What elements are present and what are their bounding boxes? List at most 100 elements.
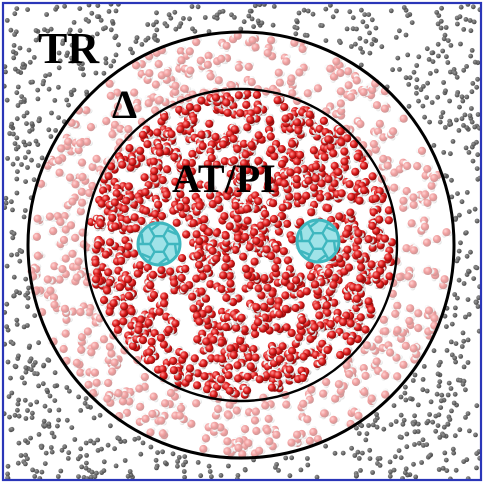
tr-particle: [349, 44, 354, 49]
tr-particle: [44, 12, 49, 17]
oxygen-atom: [405, 316, 414, 326]
tr-particle: [14, 190, 20, 196]
tr-particle: [465, 360, 471, 365]
tr-particle: [438, 398, 444, 404]
tr-particle: [310, 11, 316, 17]
oxygen-atom: [171, 87, 180, 96]
tr-particle: [78, 408, 84, 413]
tr-particle: [9, 426, 15, 432]
oxygen-atom: [158, 429, 167, 438]
oxygen-atom: [423, 165, 432, 174]
tr-particle: [448, 121, 454, 127]
tr-particle: [364, 24, 370, 29]
oxygen-atom: [144, 99, 153, 108]
tr-particle: [46, 127, 52, 133]
tr-particle: [370, 422, 376, 428]
tr-particle: [11, 131, 16, 137]
tr-particle: [175, 463, 180, 469]
tr-particle: [475, 304, 481, 309]
tr-particle: [414, 77, 420, 83]
tr-particle: [14, 252, 20, 257]
oxygen-atom: [351, 377, 361, 387]
tr-particle: [454, 74, 460, 80]
tr-particle: [31, 55, 37, 60]
tr-particle: [214, 15, 220, 21]
tr-particle: [334, 8, 339, 14]
tr-particle: [273, 465, 278, 470]
oxygen-atom: [147, 337, 156, 346]
tr-particle: [459, 344, 465, 349]
tr-particle: [145, 22, 151, 27]
oxygen-atom: [210, 421, 219, 430]
tr-particle: [469, 48, 475, 53]
tr-particle: [422, 114, 427, 120]
tr-particle: [247, 8, 253, 14]
oxygen-atom: [395, 273, 404, 282]
tr-particle: [218, 473, 224, 478]
tr-particle: [84, 453, 89, 458]
tr-particle: [50, 47, 55, 53]
oxygen-atom: [263, 426, 272, 435]
oxygen-atom: [315, 311, 324, 320]
tr-particle: [399, 435, 404, 440]
oxygen-atom: [136, 402, 145, 411]
oxygen-atom: [76, 368, 85, 377]
tr-particle: [463, 17, 469, 22]
tr-particle: [40, 381, 46, 387]
tr-particle: [475, 152, 481, 158]
tr-particle: [470, 4, 476, 10]
tr-particle: [91, 415, 97, 421]
tr-particle: [442, 450, 448, 456]
oxygen-atom: [288, 235, 297, 244]
tr-particle: [69, 42, 75, 48]
tr-particle: [430, 59, 436, 64]
oxygen-atom: [59, 344, 68, 354]
tr-particle: [134, 35, 140, 41]
tr-particle: [85, 404, 91, 409]
oxygen-atom: [293, 192, 302, 201]
tr-particle: [398, 394, 404, 400]
oxygen-atom: [135, 384, 144, 393]
tr-particle: [255, 18, 261, 24]
tr-particle: [444, 468, 450, 473]
tr-particle: [471, 276, 477, 281]
oxygen-atom: [403, 161, 412, 171]
tr-particle: [414, 90, 419, 96]
tr-particle: [4, 263, 10, 269]
tr-particle: [436, 53, 441, 59]
tr-particle: [85, 36, 91, 41]
oxygen-atom: [334, 380, 343, 389]
tr-particle: [15, 401, 21, 407]
oxygen-atom: [241, 425, 250, 434]
tr-particle: [32, 474, 38, 479]
tr-particle: [296, 10, 302, 16]
tr-particle: [403, 32, 409, 38]
tr-particle: [3, 195, 9, 201]
tr-particle: [449, 408, 454, 414]
oxygen-atom: [106, 238, 115, 247]
oxygen-atom: [166, 388, 176, 398]
tr-particle: [56, 50, 62, 56]
oxygen-atom: [181, 264, 190, 273]
oxygen-atom: [49, 227, 58, 236]
tr-particle: [29, 121, 35, 126]
oxygen-atom: [246, 362, 255, 371]
oxygen-atom: [220, 212, 229, 221]
tr-particle: [452, 312, 458, 318]
tr-particle: [460, 98, 466, 104]
tr-particle: [25, 304, 30, 309]
tr-particle: [42, 461, 48, 466]
tr-particle: [447, 98, 452, 104]
tr-particle: [424, 46, 430, 52]
tr-particle: [195, 460, 201, 465]
oxygen-atom: [178, 176, 187, 185]
oxygen-atom: [106, 91, 115, 100]
tr-particle: [407, 75, 413, 81]
oxygen-atom: [113, 88, 122, 97]
oxygen-atom: [359, 364, 368, 373]
oxygen-atom: [110, 358, 119, 367]
tr-particle: [435, 21, 441, 27]
tr-particle: [14, 135, 20, 141]
tr-particle: [397, 67, 402, 72]
oxygen-atom: [189, 219, 198, 228]
